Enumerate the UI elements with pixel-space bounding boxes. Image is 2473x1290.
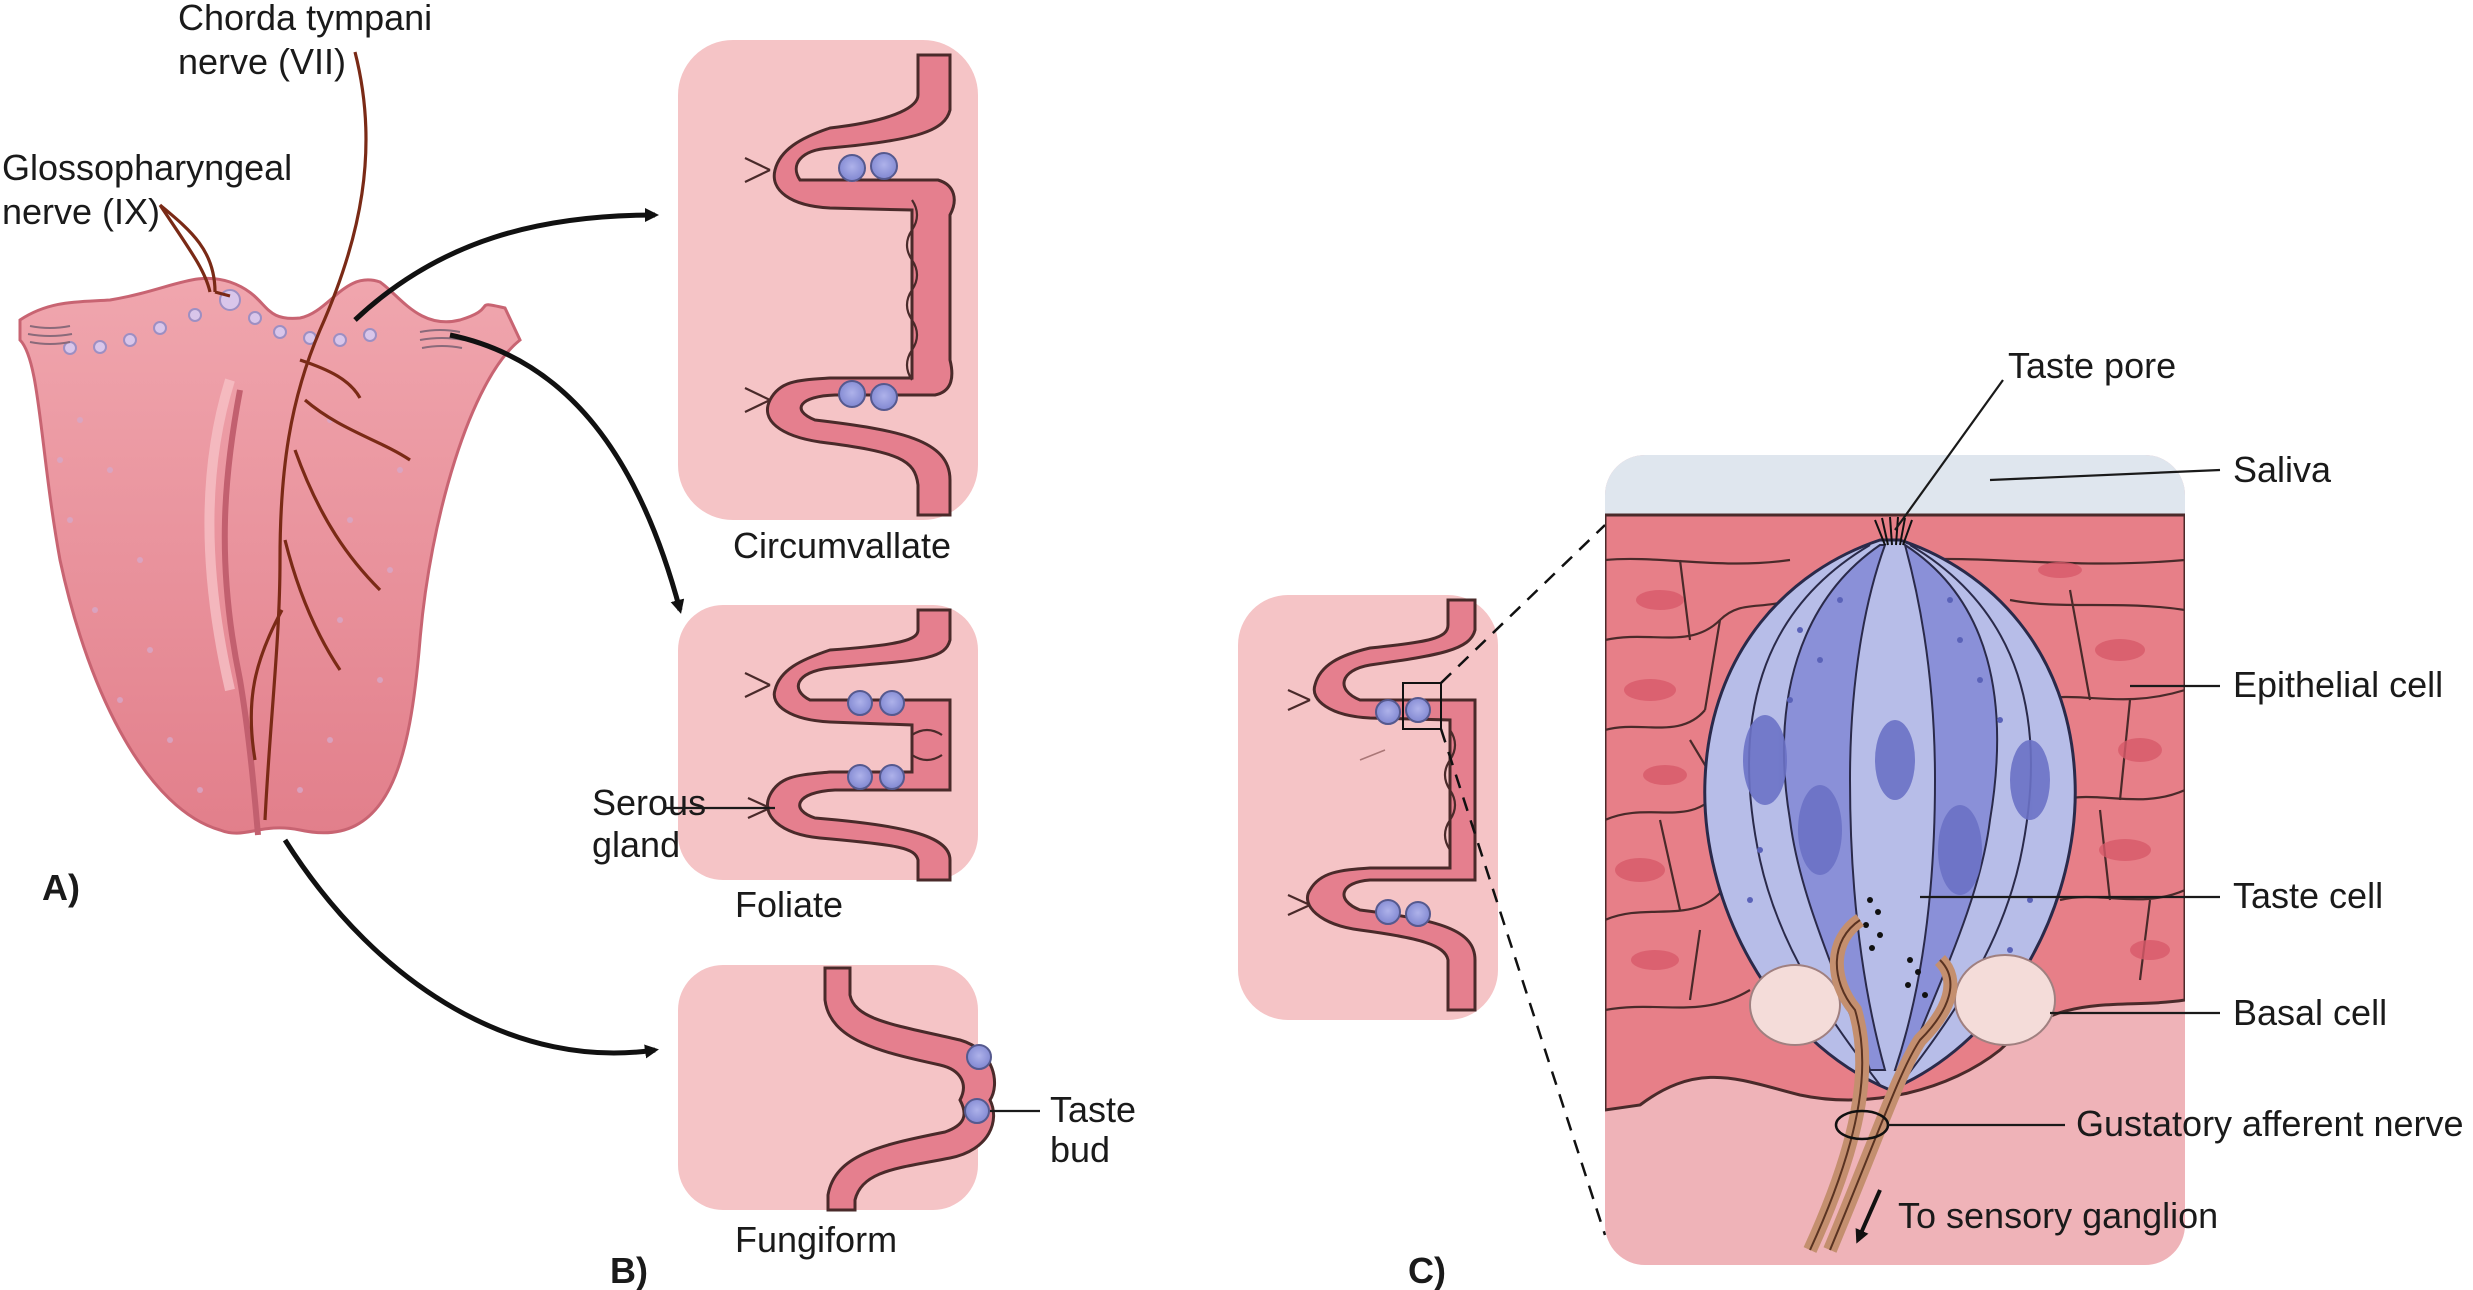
arrow-to-fungiform xyxy=(282,838,659,1059)
serous-gland-label-line2: gland xyxy=(592,824,680,865)
circumvallate-papilla-diagram: Circumvallate xyxy=(678,40,978,566)
zoom-line-bottom xyxy=(1439,728,1607,1236)
zoom-line-top xyxy=(1440,524,1606,684)
taste-pore-label: Taste pore xyxy=(2008,345,2176,386)
basal-cell-left xyxy=(1749,964,1841,1046)
chorda-tympani-label-line1: Chorda tympani xyxy=(178,0,432,38)
arrow-to-circumvallate xyxy=(353,208,659,322)
to-sensory-ganglion-label: To sensory ganglion xyxy=(1898,1195,2218,1236)
glossopharyngeal-label-line2: nerve (IX) xyxy=(2,191,160,232)
panel-c-label: C) xyxy=(1408,1250,1446,1290)
papilla-overview-diagram xyxy=(1238,595,1498,1020)
epithelial-cell-label: Epithelial cell xyxy=(2233,664,2443,705)
chorda-tympani-nerve xyxy=(263,51,368,821)
glossopharyngeal-label-line1: Glossopharyngeal xyxy=(2,147,292,188)
foliate-taste-buds xyxy=(847,690,905,790)
fungiform-label: Fungiform xyxy=(735,1219,897,1260)
taste-bud-label-line2: bud xyxy=(1050,1129,1110,1170)
taste-bud-detail xyxy=(1605,455,2185,1265)
glossopharyngeal-nerve xyxy=(158,203,217,293)
label-glossopharyngeal: Glossopharyngeal nerve (IX) xyxy=(2,147,292,232)
saliva-label: Saliva xyxy=(2233,449,2332,490)
circumvallate-label: Circumvallate xyxy=(733,525,951,566)
circumvallate-taste-buds xyxy=(838,152,898,411)
foliate-label: Foliate xyxy=(735,884,843,925)
label-chorda-tympani: Chorda tympani nerve (VII) xyxy=(178,0,432,82)
taste-cell-label: Taste cell xyxy=(2233,875,2383,916)
chorda-tympani-label-line2: nerve (VII) xyxy=(178,41,346,82)
basal-cell-right xyxy=(1954,954,2056,1046)
zoom-region-box xyxy=(1402,682,1442,730)
basal-cell-label: Basal cell xyxy=(2233,992,2387,1033)
foliate-papilla-diagram: Serous gland Foliate xyxy=(592,605,978,925)
tongue-panel xyxy=(18,51,522,836)
saliva-layer xyxy=(1605,455,2185,515)
arrow-to-foliate xyxy=(449,332,685,614)
taste-bud-label-line1: Taste xyxy=(1050,1089,1136,1130)
panel-a-label: A) xyxy=(42,867,80,908)
fungiform-taste-buds xyxy=(964,1044,992,1124)
serous-gland-label-line1: Serous xyxy=(592,782,706,823)
panel-b-label: B) xyxy=(610,1250,648,1290)
tongue xyxy=(18,276,522,835)
gustatory-afferent-nerve-label: Gustatory afferent nerve xyxy=(2076,1103,2464,1144)
median-sulcus xyxy=(221,389,261,836)
fungiform-papilla-diagram: Taste bud Fungiform xyxy=(678,965,1136,1260)
